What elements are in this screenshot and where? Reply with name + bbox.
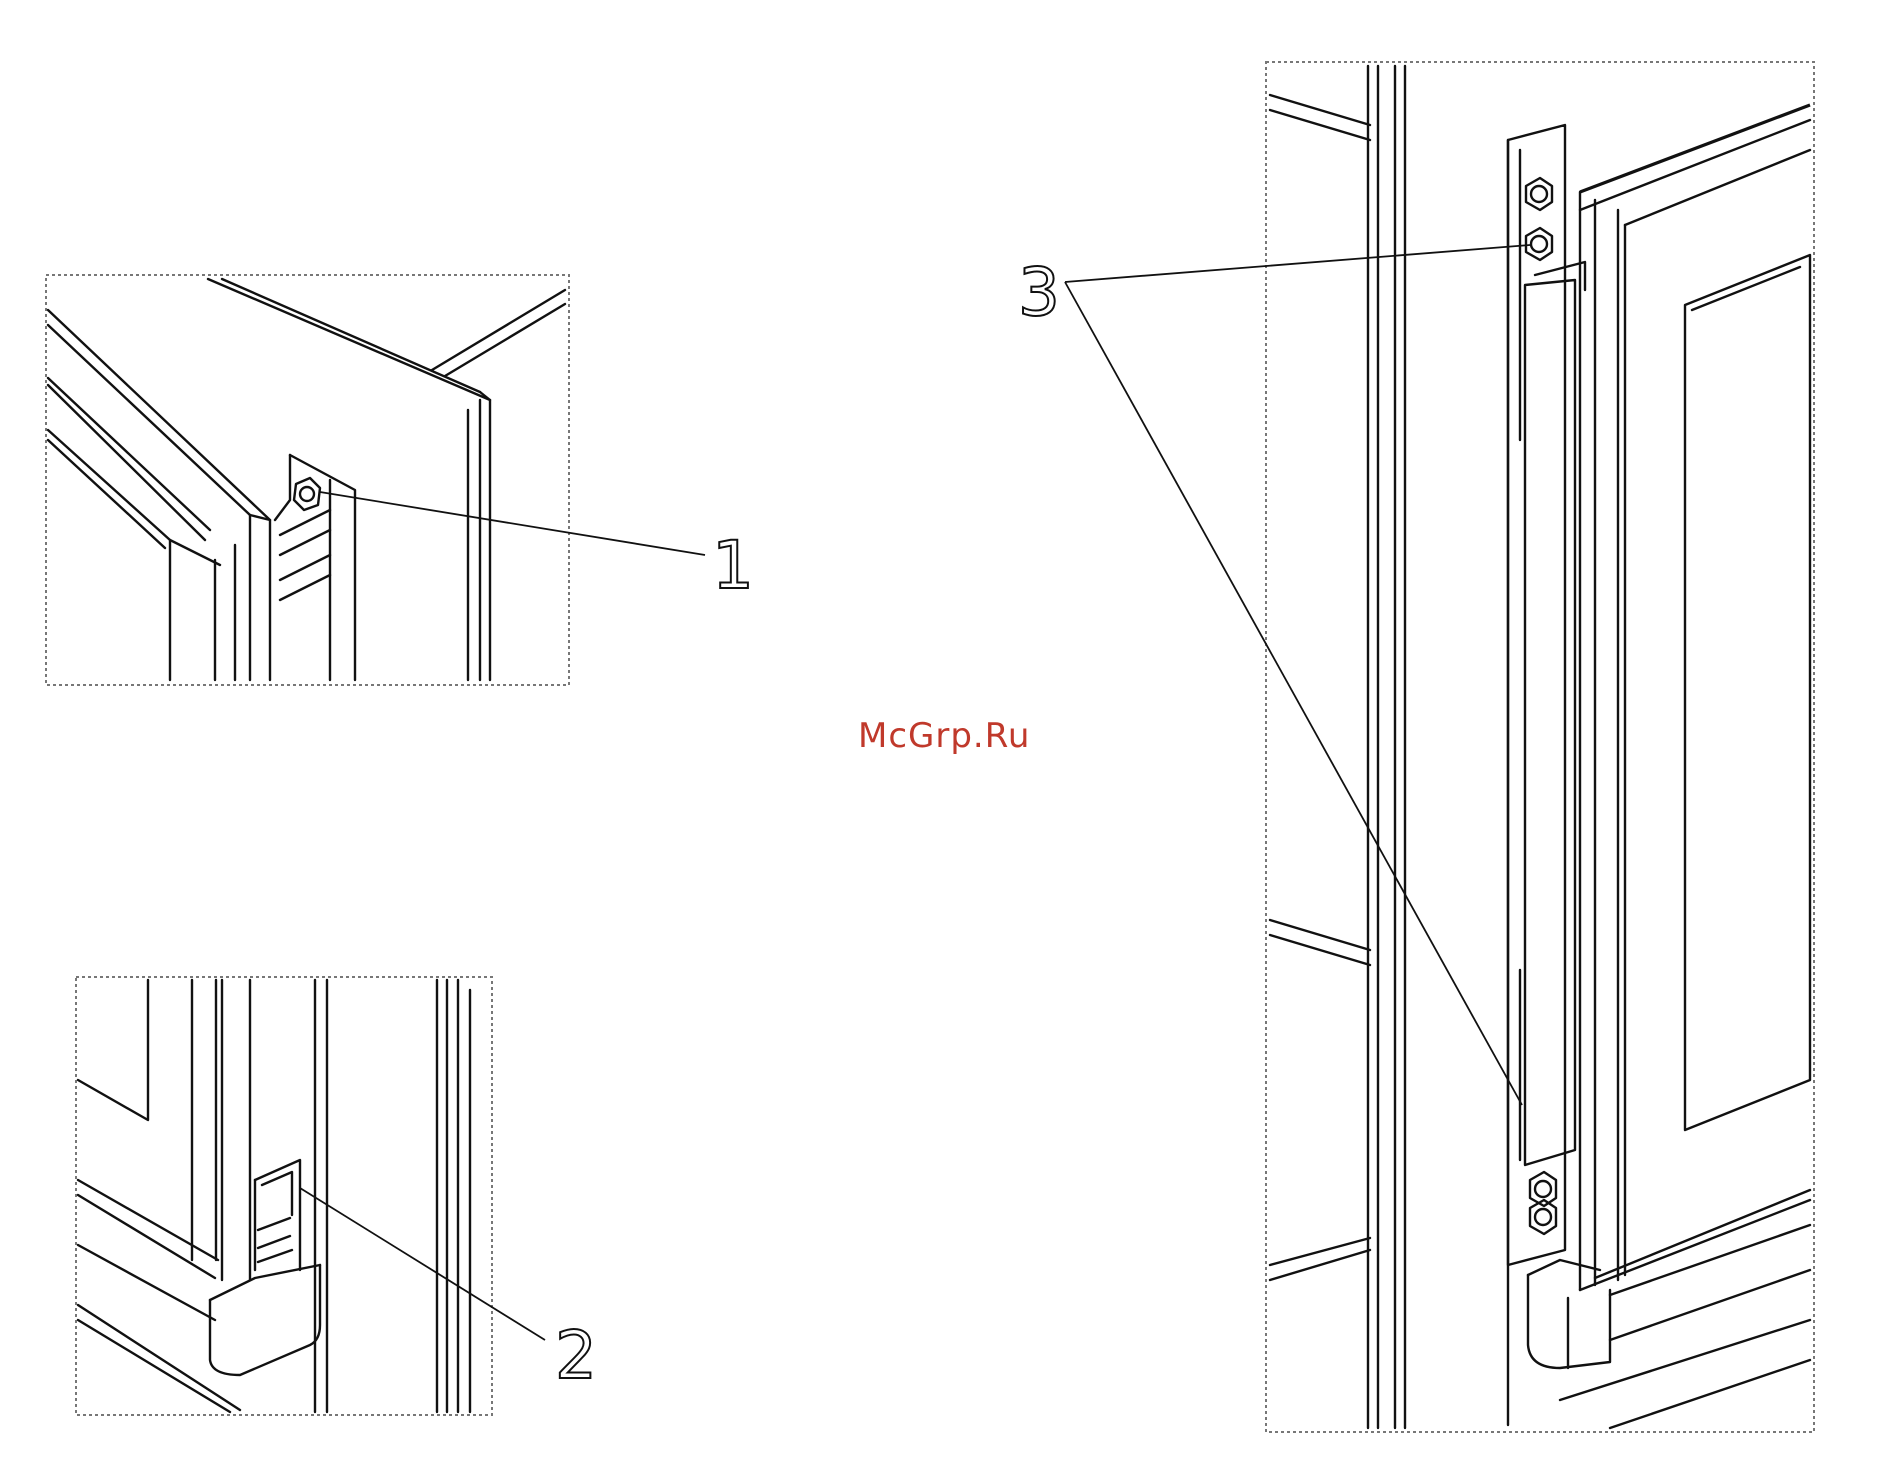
- callout-1: 1: [712, 527, 754, 604]
- leader-line-2: [300, 1188, 545, 1340]
- watermark-text: McGrp.Ru: [858, 716, 1030, 756]
- door-side-view: 3: [1018, 62, 1814, 1432]
- detail-frame-right: [1266, 62, 1814, 1432]
- leader-line-3a: [1065, 245, 1530, 282]
- bottom-hinge-detail-view: 2: [76, 977, 597, 1415]
- leader-line-3b: [1065, 282, 1522, 1105]
- detail-frame-bottom: [76, 977, 492, 1415]
- callout-2: 2: [555, 1317, 597, 1394]
- top-hinge-detail-view: 1: [46, 275, 754, 685]
- leader-line-1: [320, 492, 705, 555]
- callout-3: 3: [1018, 254, 1060, 331]
